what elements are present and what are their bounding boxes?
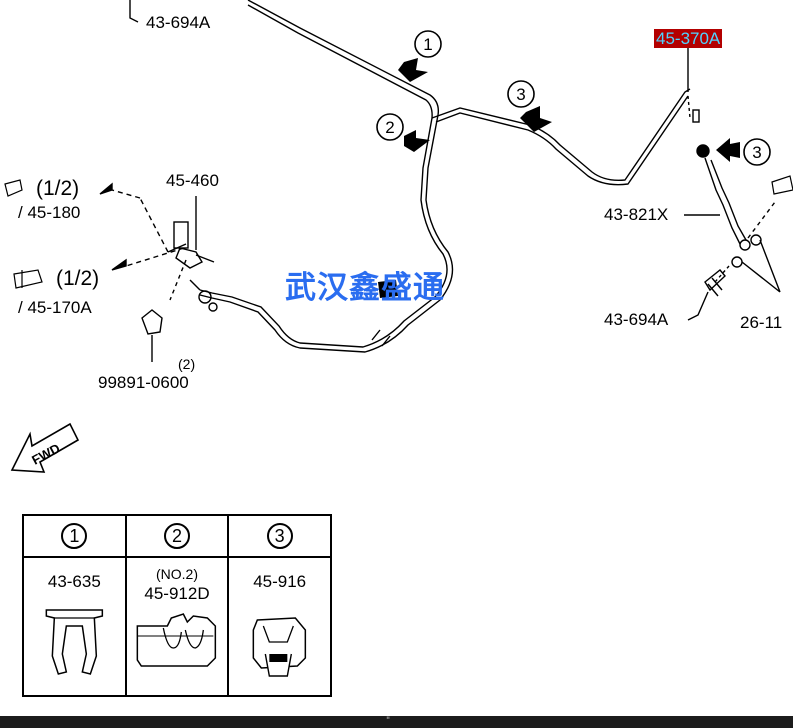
callout-number: 3	[752, 143, 761, 162]
callout-2-lower	[378, 280, 398, 298]
highlighted-part-label[interactable]: 45-370A	[654, 29, 723, 48]
label-qty: (2)	[178, 356, 196, 372]
label-part-170a: / 45-170A	[18, 298, 92, 317]
pipe-fitting-left	[189, 279, 218, 312]
legend-col-1: 1 43-635	[24, 516, 127, 695]
label-half-180: (1/2)	[36, 177, 80, 200]
part-170a-text: 45-170A	[27, 298, 92, 317]
fwd-arrow-icon: FWD	[10, 422, 80, 473]
callout-2-pipe: 2	[376, 113, 430, 152]
bolt-right-icon	[704, 269, 726, 292]
callout-number: 2	[385, 118, 394, 137]
legend-number: 1	[61, 523, 88, 549]
pipe-end-icon	[4, 179, 23, 197]
clip-legend-table: 1 43-635 2 (NO.2) 45-912D 3 45-916	[22, 514, 332, 697]
pipe-break-mark	[371, 329, 391, 347]
label-top-left: 43-694A	[146, 13, 211, 32]
callout-number: 1	[423, 35, 432, 54]
clip-assembly-left	[99, 182, 215, 362]
bottom-mark: "	[386, 716, 391, 726]
label-bolt: 99891-0600	[98, 373, 189, 392]
clip-spring-icon	[45, 609, 104, 675]
legend-note: (NO.2)	[156, 566, 198, 582]
brake-pipe	[199, 0, 691, 353]
label-washer: 26-11	[740, 313, 783, 332]
callout-3-top: 1	[398, 30, 442, 82]
callout-1-right: 3	[716, 138, 771, 166]
hose-assembly	[687, 95, 781, 297]
legend-col-3: 3 45-916	[229, 516, 331, 695]
label-hose: 43-821X	[604, 205, 669, 224]
leader-bolt-right	[687, 291, 709, 321]
leader-top-left	[129, 0, 139, 23]
callout-number: 3	[516, 85, 525, 104]
legend-part-number: 43-635	[47, 572, 101, 591]
watermark-text: 武汉鑫盛通	[285, 270, 445, 306]
callout-3-mid: 3	[507, 80, 552, 132]
label-bolt-right: 43-694A	[604, 310, 669, 329]
label-clip-460: 45-460	[166, 171, 219, 190]
clip-box-icon	[252, 617, 307, 677]
legend-head: 2	[126, 516, 228, 558]
label-part-180: / 45-180	[18, 203, 81, 222]
highlighted-part-text[interactable]: 45-370A	[654, 29, 723, 48]
pipe-end-icon	[771, 175, 793, 195]
legend-number: 3	[266, 523, 293, 549]
part-180-text: 45-180	[27, 203, 81, 222]
bottom-bar	[0, 716, 793, 728]
legend-part-number: 45-912D	[144, 584, 210, 603]
label-half-170a: (1/2)	[56, 267, 100, 290]
pipe-end-icon	[13, 269, 43, 289]
legend-head: 3	[229, 516, 331, 558]
legend-number: 2	[164, 523, 190, 549]
legend-head: 1	[24, 516, 125, 558]
legend-col-2: 2 (NO.2) 45-912D	[126, 516, 230, 695]
clip-bracket-icon	[136, 613, 216, 667]
washer-leader	[741, 239, 781, 293]
legend-part-number: 45-916	[253, 572, 307, 591]
